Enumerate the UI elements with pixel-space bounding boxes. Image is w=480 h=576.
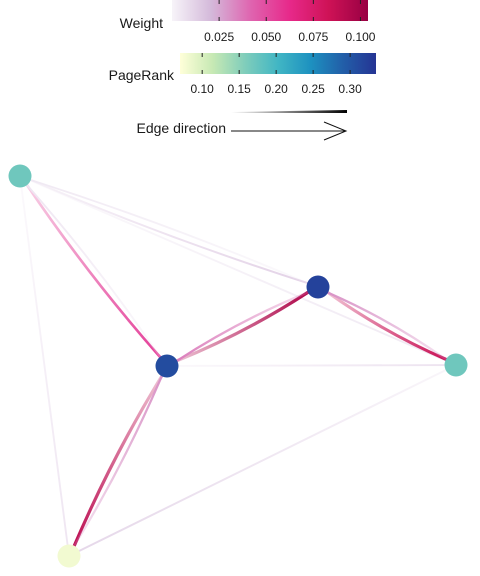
weight-legend: Weight 0.025 0.050 0.075 0.100 xyxy=(120,0,376,44)
edge-direction-arrowhead xyxy=(323,121,348,141)
weight-legend-title: Weight xyxy=(120,15,163,31)
graph-edge xyxy=(20,186,69,546)
pagerank-legend: PageRank 0.10 0.15 0.20 0.25 0.30 xyxy=(109,53,376,96)
weight-tick-label: 0.050 xyxy=(251,30,281,44)
graph-node xyxy=(444,353,468,377)
pagerank-tick-label: 0.15 xyxy=(227,82,251,96)
graph-edge xyxy=(78,369,447,552)
graph-node xyxy=(306,275,330,299)
edge-direction-gradient xyxy=(231,110,347,113)
graph-node xyxy=(57,544,81,568)
pagerank-ticks: 0.10 0.15 0.20 0.25 0.30 xyxy=(191,53,362,96)
graph-edge xyxy=(29,179,447,362)
pagerank-tick-label: 0.25 xyxy=(301,82,325,96)
graph-node xyxy=(155,354,179,378)
graph-edge xyxy=(25,183,162,359)
pagerank-tick-label: 0.30 xyxy=(338,82,362,96)
graph-edge xyxy=(326,291,448,361)
weight-colorbar xyxy=(172,0,368,21)
pagerank-tick-label: 0.10 xyxy=(191,82,215,96)
weight-tick-label: 0.075 xyxy=(298,30,328,44)
graph-edge xyxy=(29,179,309,284)
graph-edge xyxy=(176,291,309,362)
weight-tick-label: 0.100 xyxy=(345,30,375,44)
graph-edge xyxy=(175,290,310,363)
graph-nodes xyxy=(8,164,468,568)
graph-edge xyxy=(29,179,309,284)
weight-ticks: 0.025 0.050 0.075 0.100 xyxy=(204,0,376,44)
graph-edge xyxy=(326,291,448,361)
graph-node xyxy=(8,164,32,188)
graph-edge xyxy=(26,184,161,358)
pagerank-colorbar xyxy=(180,53,376,74)
graph-edge xyxy=(177,364,446,367)
pagerank-legend-title: PageRank xyxy=(109,67,175,83)
edge-direction-legend: Edge direction xyxy=(136,110,348,141)
graph-edges xyxy=(20,179,448,552)
edge-direction-title: Edge direction xyxy=(136,120,226,136)
graph-edge xyxy=(73,375,163,547)
weight-tick-label: 0.025 xyxy=(204,30,234,44)
graph-edge xyxy=(72,374,164,548)
pagerank-tick-label: 0.20 xyxy=(264,82,288,96)
